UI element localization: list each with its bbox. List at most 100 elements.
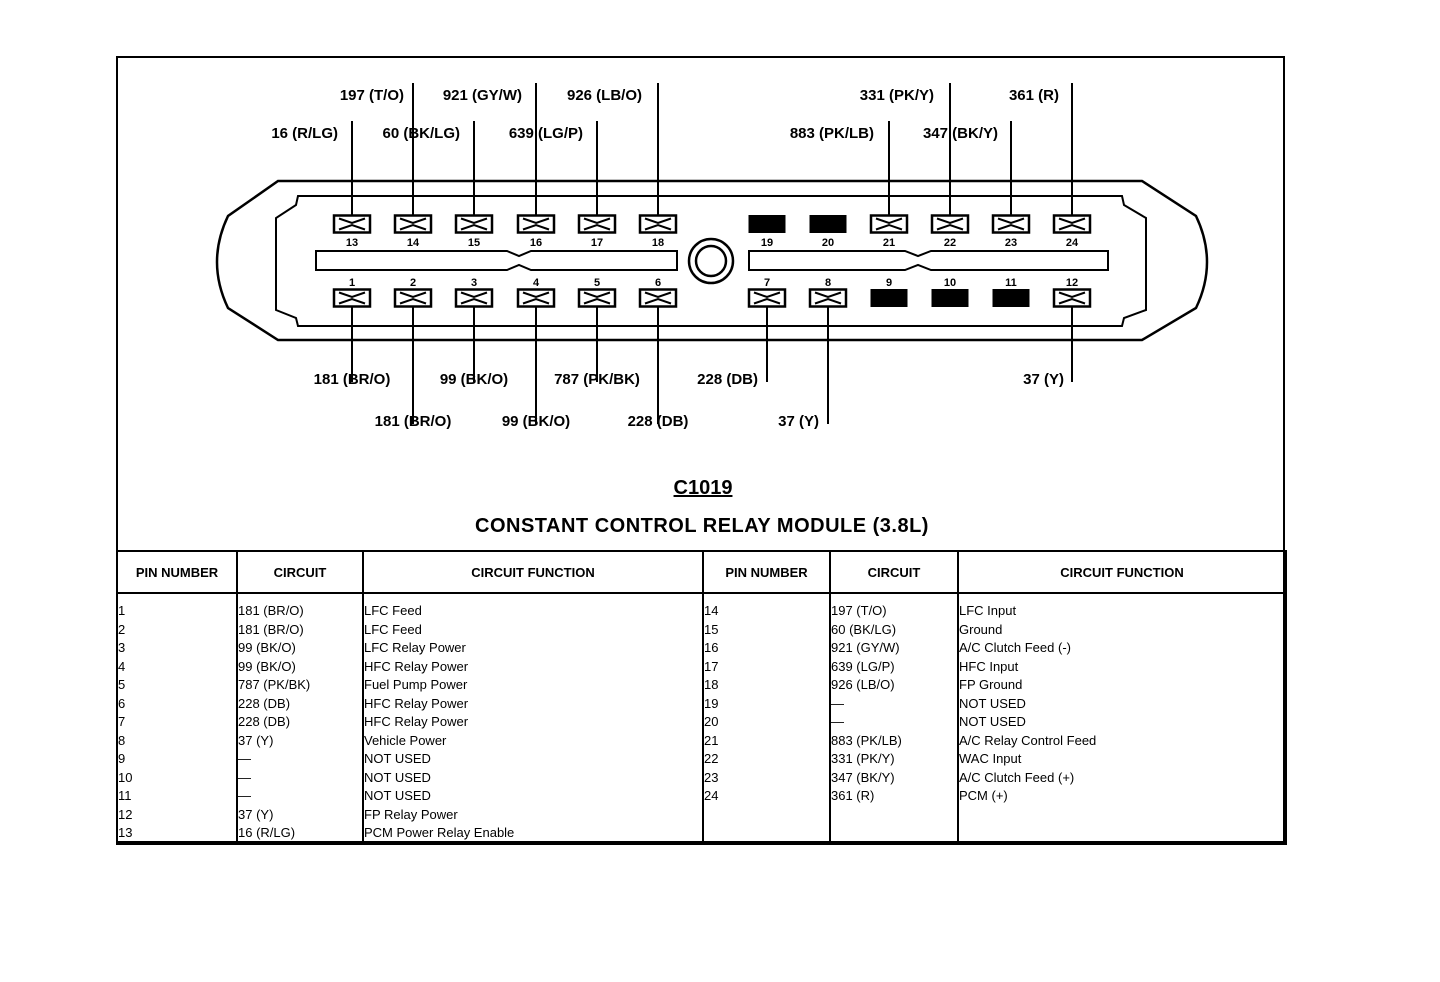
wire-label: 228 (DB) <box>628 413 689 430</box>
wire-p23: 347 (BK/Y) <box>923 121 1012 216</box>
pin-number-label: 10 <box>944 277 956 289</box>
wire-p17: 639 (LG/P) <box>509 121 598 216</box>
circuit-function-cell: A/C Clutch Feed (-) <box>959 640 1071 655</box>
keyway-right <box>748 250 1109 271</box>
circuit-cell: 883 (PK/LB) <box>831 732 902 748</box>
connector-id: C1019 <box>674 477 733 499</box>
pin-1: 1 <box>332 277 372 308</box>
pin-number-label: 13 <box>346 237 358 249</box>
wires-layer: 16 (R/LG)197 (T/O)60 (BK/LG)921 (GY/W)63… <box>271 83 1073 430</box>
wire-label: 361 (R) <box>1009 87 1059 104</box>
pin-number-label: 19 <box>761 237 773 249</box>
circuit-cell: 331 (PK/Y) <box>831 751 895 766</box>
wire-label: 37 (Y) <box>1023 371 1064 388</box>
terminal-contact <box>753 291 781 305</box>
circuit-function-cell: HFC Relay Power <box>364 658 469 674</box>
circuit-function-cell: FP Ground <box>959 677 1023 692</box>
circuit-function-cell: NOT USED <box>959 714 1026 729</box>
wire-p3: 99 (BK/O) <box>440 306 508 388</box>
pin-number-label: 18 <box>652 237 664 249</box>
header-circuit-function-left: CIRCUIT FUNCTION <box>362 550 704 594</box>
pin-5: 5 <box>577 277 617 308</box>
wire-label: 883 (PK/LB) <box>790 125 874 142</box>
pin-number-cell: 19 <box>704 695 719 711</box>
circuit-function-cell: HFC Relay Power <box>364 714 469 729</box>
pin-24: 24 <box>1052 214 1092 249</box>
pin-number-cell: 9 <box>118 751 126 766</box>
pin-number-cell: 20 <box>704 714 719 729</box>
circuit-cell: 181 (BR/O) <box>238 603 304 618</box>
wire-label: 197 (T/O) <box>340 87 404 104</box>
pin-number-label: 15 <box>468 237 480 249</box>
pin-13: 13 <box>332 214 372 249</box>
pin-2: 2 <box>393 277 433 308</box>
pin-17: 17 <box>577 214 617 249</box>
circuit-function-cell: HFC Input <box>959 658 1019 674</box>
table-header-row: PIN NUMBER CIRCUIT CIRCUIT FUNCTION PIN … <box>116 550 1287 594</box>
circuit-cell: 228 (DB) <box>238 695 291 711</box>
circuit-cell: 921 (GY/W) <box>831 640 900 655</box>
wire-label: 37 (Y) <box>778 413 819 430</box>
center-post-inner <box>694 244 728 278</box>
circuit-function-cell: HFC Relay Power <box>364 695 469 711</box>
pin-number-label: 21 <box>883 237 895 249</box>
circuit-function-cell: A/C Clutch Feed (+) <box>959 769 1075 785</box>
pin-number-label: 9 <box>886 277 892 289</box>
circuit-cell: — <box>831 714 844 729</box>
pin-number-label: 7 <box>764 277 770 289</box>
pin-number-cell: 3 <box>118 640 126 655</box>
wire-p15: 60 (BK/LG) <box>382 121 475 216</box>
pin-number-label: 22 <box>944 237 956 249</box>
wire-p24: 361 (R) <box>1009 83 1073 216</box>
terminal-contact <box>997 217 1025 231</box>
wire-p7: 228 (DB) <box>697 306 768 388</box>
keyway-left <box>315 250 678 271</box>
pin-cavity-plugged <box>931 289 969 307</box>
pin-10: 10 <box>931 277 969 307</box>
wire-label: 99 (BK/O) <box>502 413 570 430</box>
pin-6: 6 <box>638 277 678 308</box>
left-circuit-column: 181 (BR/O)181 (BR/O)99 (BK/O)99 (BK/O)78… <box>236 593 364 845</box>
pin-number-cell: 5 <box>118 677 126 692</box>
terminal-contact <box>583 217 611 231</box>
wire-p2: 181 (BR/O) <box>375 306 451 430</box>
pin-number-cell: 11 <box>118 788 132 803</box>
pin-cavity-plugged <box>809 215 847 233</box>
terminal-contact <box>644 291 672 305</box>
pin-number-cell: 6 <box>118 695 126 711</box>
header-pin-number-right: PIN NUMBER <box>702 550 831 594</box>
circuit-cell: — <box>831 695 844 711</box>
wire-p1: 181 (BR/O) <box>314 306 391 388</box>
pin-8: 8 <box>808 277 848 308</box>
circuit-cell: 99 (BK/O) <box>238 640 296 655</box>
pin-12: 12 <box>1052 277 1092 308</box>
pin-number-cell: 23 <box>704 769 719 785</box>
pin-22: 22 <box>930 214 970 249</box>
circuit-cell: 639 (LG/P) <box>831 658 895 674</box>
pin-7: 7 <box>747 277 787 308</box>
terminal-contact <box>338 217 366 231</box>
pin-number-cell: 14 <box>704 603 719 618</box>
circuit-cell: 787 (PK/BK) <box>238 677 311 692</box>
wire-label: 926 (LB/O) <box>567 87 642 104</box>
terminal-contact <box>814 291 842 305</box>
pin-number-label: 11 <box>1005 277 1017 289</box>
wire-label: 639 (LG/P) <box>509 125 583 142</box>
right-circuit-column: 197 (T/O)60 (BK/LG)921 (GY/W)639 (LG/P)9… <box>829 593 959 845</box>
circuit-cell: — <box>238 788 251 803</box>
wire-label: 921 (GY/W) <box>443 87 522 104</box>
circuit-cell: 347 (BK/Y) <box>831 769 895 785</box>
wire-label: 331 (PK/Y) <box>860 87 934 104</box>
terminal-contact <box>522 291 550 305</box>
pin-cavity-plugged <box>748 215 786 233</box>
wire-label: 181 (BR/O) <box>314 371 391 388</box>
circuit-cell: — <box>238 769 251 785</box>
pin-table: PIN NUMBER CIRCUIT CIRCUIT FUNCTION PIN … <box>116 550 1287 845</box>
header-circuit-function-right: CIRCUIT FUNCTION <box>957 550 1287 594</box>
terminal-contact <box>522 217 550 231</box>
circuit-cell: 361 (R) <box>831 788 875 803</box>
pin-number-cell: 21 <box>704 732 719 748</box>
